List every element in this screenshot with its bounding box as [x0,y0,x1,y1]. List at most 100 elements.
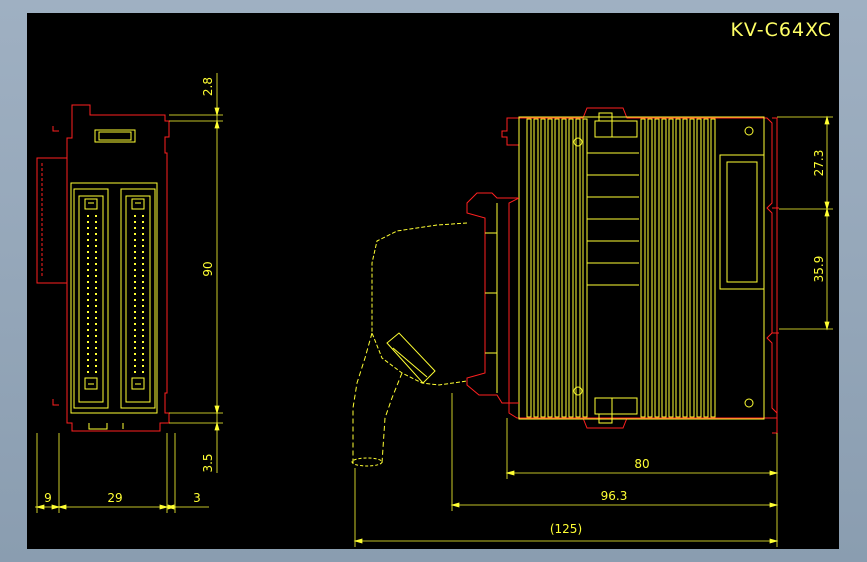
connector-pin [95,227,97,229]
connector-pin [95,341,97,343]
connector-pin [142,287,144,289]
connector-pin [87,365,89,367]
side-latch-top [594,120,638,138]
connector-pin [87,371,89,373]
connector-pin [95,359,97,361]
connector-pin [142,245,144,247]
front-top-slot [94,129,136,143]
connector-pin [134,251,136,253]
connector-pin [134,311,136,313]
connector-pin [142,257,144,259]
side-heat-sink-fins [526,118,716,418]
front-bottom-detail [88,423,124,430]
connector-pin [95,269,97,271]
side-bottom-foot [582,417,628,429]
connector-pin [134,353,136,355]
cad-drawing: KV-C64XC [35,19,833,547]
connector-pin [87,311,89,313]
heat-sink-fin [547,118,553,418]
dim-side-body-depth: 80 [634,457,649,471]
dim-side-lower-pitch: 35.9 [812,256,826,283]
connector-pin [87,353,89,355]
side-view [351,107,779,467]
connector-pin [134,305,136,307]
connector-pin [142,215,144,217]
connector-pin [95,257,97,259]
dim-side-depth-with-connector: 96.3 [601,489,628,503]
heat-sink-fin [689,118,695,418]
heat-sink-fin [540,118,546,418]
heat-sink-fin [654,118,660,418]
dimensions-side: 27.3 35.9 80 96.3 (125) [353,115,833,547]
connector-pin [87,287,89,289]
heat-sink-fin [582,118,588,418]
side-cable [352,332,403,464]
heat-sink-fin [533,118,539,418]
front-connector-2-inner [125,195,151,403]
connector-pin [87,239,89,241]
dim-front-left-width: 9 [44,491,52,505]
front-connector-1-inner [78,195,104,403]
heat-sink-fin [568,118,574,418]
connector-pin [87,233,89,235]
dim-front-top-offset: 2.8 [201,77,215,96]
connector-pin [134,239,136,241]
heat-sink-fin [668,118,674,418]
connector-pin [87,245,89,247]
screw-top-left [573,137,583,147]
connector-pin [87,227,89,229]
connector-pin [95,329,97,331]
drawing-title: KV-C64XC [730,19,832,41]
connector-pin [142,299,144,301]
heat-sink-fin [575,118,581,418]
connector-pin [95,293,97,295]
connector-pin [142,365,144,367]
connector-pin [87,317,89,319]
dim-front-right-width: 3 [193,491,201,505]
cad-viewport[interactable]: KV-C64XC [27,13,839,549]
connector-pin [142,251,144,253]
connector-pin [134,263,136,265]
heat-sink-fin [554,118,560,418]
connector-pin [95,347,97,349]
connector-pin [95,281,97,283]
connector-pin [95,221,97,223]
side-connector-bracket [466,192,519,404]
connector-pin [142,323,144,325]
side-right-rail [772,117,779,434]
connector-pin [142,227,144,229]
heat-sink-fin [675,118,681,418]
connector-pin [95,305,97,307]
screw-top-right [744,126,754,136]
connector-pin [87,281,89,283]
connector-pin [134,359,136,361]
connector-pin [134,299,136,301]
connector-pin [142,335,144,337]
connector-pin [142,233,144,235]
heat-sink-fin [703,118,709,418]
side-latch-bottom-hook [598,398,613,424]
heat-sink-fin [640,118,646,418]
dim-side-upper-pitch: 27.3 [812,150,826,177]
connector-pin [87,299,89,301]
heat-sink-fin [561,118,567,418]
connector-pin [142,239,144,241]
connector-pin [134,245,136,247]
connector-pin [87,329,89,331]
connector-pin [95,239,97,241]
connector-pin [134,257,136,259]
front-left-bar [36,157,67,284]
heat-sink-fin [526,118,532,418]
connector-pin [134,323,136,325]
connector-pin [142,347,144,349]
connector-pin [142,263,144,265]
connector-pin [87,341,89,343]
front-view [36,104,170,432]
heat-sink-fin [696,118,702,418]
connector-pin [134,275,136,277]
connector-pin [95,263,97,265]
connector-pin [95,287,97,289]
side-outline [501,107,778,419]
connector-pin [95,335,97,337]
connector-pin [142,317,144,319]
